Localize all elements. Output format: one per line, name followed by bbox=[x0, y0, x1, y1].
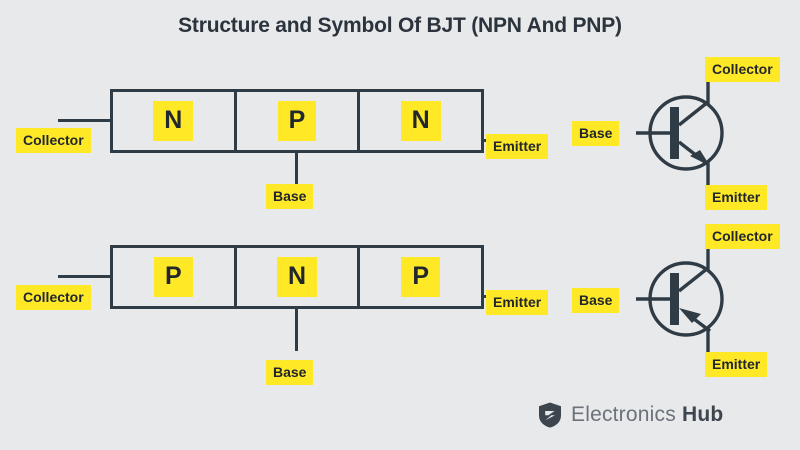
npn-structure-emitter-label: Emitter bbox=[486, 134, 549, 159]
pnp-structure-base-label: Base bbox=[266, 360, 314, 385]
npn-structure-base-label: Base bbox=[266, 184, 314, 209]
npn-symbol-collector-label: Collector bbox=[705, 57, 780, 82]
pnp-symbol-emitter-arrow bbox=[679, 308, 701, 323]
pnp-segment-label: P bbox=[401, 257, 441, 297]
pnp-symbol-base-bar bbox=[670, 273, 679, 325]
npn-structure-collector-label: Collector bbox=[16, 128, 91, 153]
npn-structure-box: N P N bbox=[110, 89, 484, 153]
npn-structure-segment-1: N bbox=[113, 92, 234, 150]
brand-logo: Electronics Hub bbox=[538, 402, 723, 428]
npn-structure-segment-2: P bbox=[233, 92, 358, 150]
npn-symbol-graphic bbox=[636, 70, 724, 196]
pnp-structure-segment-2: N bbox=[233, 248, 358, 306]
page-title: Structure and Symbol Of BJT (NPN And PNP… bbox=[178, 14, 622, 37]
pnp-structure-emitter-label: Emitter bbox=[486, 290, 549, 315]
pnp-structure-segment-1: P bbox=[113, 248, 234, 306]
npn-structure-collector-lead bbox=[58, 119, 113, 122]
pnp-symbol-collector-label: Collector bbox=[705, 224, 780, 249]
pnp-symbol-base-label: Base bbox=[572, 288, 620, 313]
pnp-symbol-collector-lead bbox=[677, 266, 710, 293]
npn-segment-label: N bbox=[153, 101, 194, 141]
npn-symbol-base-bar bbox=[670, 107, 679, 159]
npn-symbol-emitter-label: Emitter bbox=[705, 185, 768, 210]
pnp-segment-label: N bbox=[276, 257, 318, 297]
pnp-structure-box: P N P bbox=[110, 245, 484, 309]
logo-text-bold: Hub bbox=[681, 403, 724, 426]
pnp-structure-collector-lead bbox=[58, 275, 113, 278]
npn-segment-label: P bbox=[277, 101, 317, 141]
logo-text: Electronics Hub bbox=[571, 403, 723, 427]
npn-symbol-base-label: Base bbox=[572, 121, 620, 146]
pnp-segment-label: P bbox=[153, 257, 193, 297]
npn-symbol-collector-lead bbox=[677, 100, 710, 127]
pnp-structure-base-lead bbox=[295, 308, 298, 351]
shield-bolt-icon bbox=[539, 402, 561, 428]
pnp-structure-segment-3: P bbox=[357, 248, 481, 306]
npn-structure-base-lead bbox=[295, 152, 298, 185]
pnp-structure-collector-label: Collector bbox=[16, 285, 91, 310]
pnp-symbol-emitter-label: Emitter bbox=[705, 352, 768, 377]
npn-segment-label: N bbox=[400, 101, 441, 141]
npn-symbol-emitter-arrow bbox=[690, 150, 710, 166]
npn-structure-segment-3: N bbox=[357, 92, 481, 150]
logo-text-light: Electronics bbox=[571, 403, 676, 426]
pnp-symbol-graphic bbox=[636, 236, 724, 362]
